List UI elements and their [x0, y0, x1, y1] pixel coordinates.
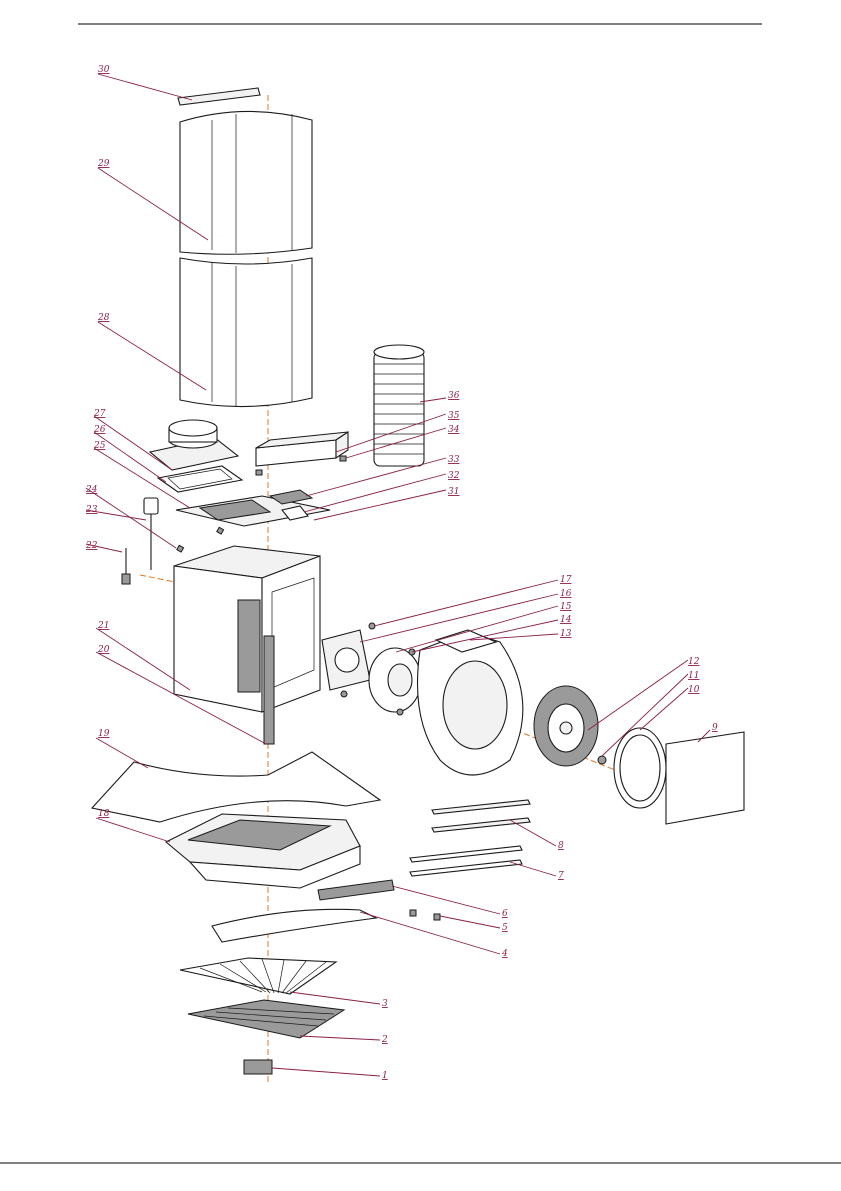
part-label-15: 15	[560, 602, 572, 612]
part-label-36: 36	[448, 391, 460, 401]
part-23b-screw	[217, 527, 224, 534]
part-34-screw	[340, 456, 346, 461]
part-5-knob	[410, 910, 416, 916]
part-label-27: 27	[93, 409, 106, 419]
part-26-gasket	[158, 466, 242, 492]
part-label-1: 1	[382, 1071, 388, 1081]
part-label-20: 20	[97, 645, 110, 655]
part-label-10: 10	[688, 685, 700, 695]
part-17b-screw	[341, 691, 347, 697]
part-label-19: 19	[98, 729, 110, 739]
part-18-hood-body	[166, 814, 360, 888]
part-label-30: 30	[98, 65, 110, 75]
part-9-cover-plate	[666, 732, 744, 824]
part-1-light	[244, 1060, 272, 1074]
part-21-motor-housing	[174, 546, 320, 712]
part-11-nut	[598, 756, 606, 764]
part-13-blower-housing	[418, 630, 523, 775]
part-10-inlet-ring	[614, 728, 666, 808]
part-4-front-panel	[212, 909, 376, 942]
part-27-duct-adapter	[150, 420, 238, 470]
part-label-8: 8	[558, 841, 564, 851]
part-label-25: 25	[93, 441, 106, 451]
part-label-16: 16	[560, 589, 572, 599]
part-36-flexible-duct	[374, 345, 424, 466]
part-14b-screw	[397, 709, 403, 715]
part-label-22: 22	[85, 541, 98, 551]
part-label-11: 11	[688, 671, 699, 681]
part-label-26: 26	[93, 425, 106, 435]
part-8-light-strips	[432, 800, 530, 832]
part-label-2: 2	[381, 1035, 388, 1045]
part-15-motor	[369, 648, 421, 712]
part-label-13: 13	[560, 629, 572, 639]
part-28-lower-chimney	[180, 258, 312, 407]
part-label-23: 23	[85, 505, 98, 515]
part-24-power-plug	[144, 498, 158, 570]
part-label-35: 35	[448, 411, 460, 421]
part-29-upper-chimney	[180, 111, 312, 254]
part-label-24: 24	[85, 485, 98, 495]
part-35-control-box	[256, 432, 348, 466]
part-label-17: 17	[560, 575, 572, 585]
part-label-7: 7	[558, 871, 564, 881]
part-20-pipe	[264, 636, 274, 744]
part-label-29: 29	[97, 159, 110, 169]
part-2-grease-filter	[188, 1000, 344, 1038]
part-7-rails	[410, 846, 522, 876]
part-12-impeller	[534, 686, 598, 766]
part-16-motor-bracket	[322, 630, 370, 690]
part-23-screw	[177, 545, 184, 552]
part-label-9: 9	[712, 723, 718, 733]
part-label-14: 14	[560, 615, 572, 625]
part-label-5: 5	[502, 923, 508, 933]
part-34b-screw	[256, 470, 262, 475]
part-label-33: 33	[448, 455, 460, 465]
part-label-21: 21	[97, 621, 109, 631]
part-label-32: 32	[448, 471, 460, 481]
part-5b-knob	[434, 914, 440, 920]
part-19-glass-canopy	[92, 752, 380, 822]
part-label-28: 28	[97, 313, 110, 323]
part-label-34: 34	[448, 425, 460, 435]
part-label-4: 4	[501, 949, 508, 959]
part-22-cable	[122, 548, 130, 584]
part-label-18: 18	[98, 809, 110, 819]
part-30-chimney-bracket	[178, 88, 260, 105]
part-label-3: 3	[382, 999, 388, 1009]
part-label-12: 12	[688, 657, 700, 667]
axis-22	[140, 575, 175, 582]
part-6-control-panel	[318, 880, 394, 900]
part-label-31: 31	[448, 487, 459, 497]
part-3-baffle-filter	[180, 958, 336, 994]
part-label-6: 6	[502, 909, 508, 919]
